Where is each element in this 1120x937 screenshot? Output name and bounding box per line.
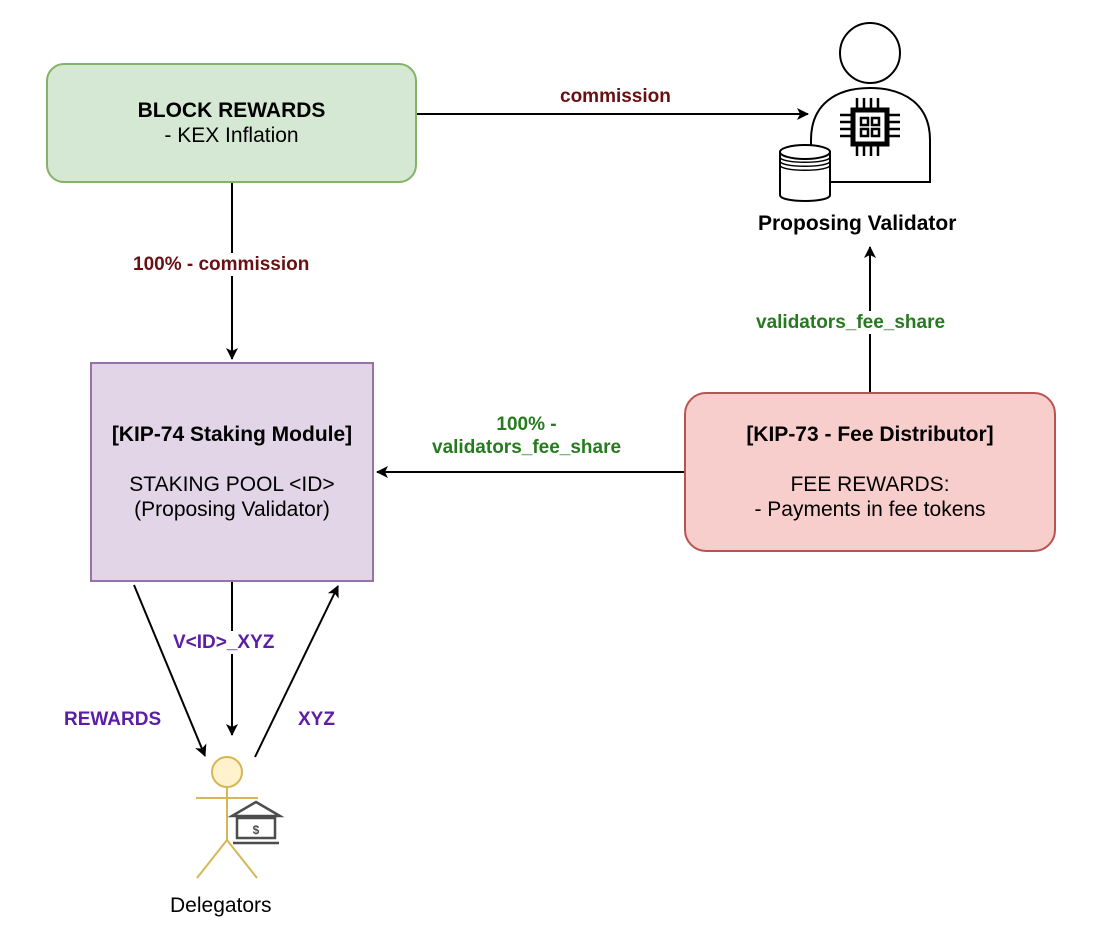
edge-label-rewards: REWARDS <box>64 709 162 730</box>
cpu-chip-icon <box>840 98 900 156</box>
edge-rewards <box>133 584 207 757</box>
edge-label-validators-fee-share: validators_fee_share <box>754 311 948 334</box>
fee-distributor-node[interactable]: [KIP-73 - Fee Distributor] FEE REWARDS: … <box>684 392 1056 552</box>
proposing-validator-icon[interactable] <box>779 22 931 202</box>
edge-label-stake: XYZ <box>298 709 335 730</box>
user-body-icon <box>810 86 931 183</box>
stick-figure-icon <box>196 756 258 879</box>
fee-rewards-label: FEE REWARDS: <box>790 473 950 496</box>
database-icon <box>779 144 831 202</box>
delegators-label: Delegators <box>170 894 272 917</box>
edge-label-rest-fee-share: 100% - validators_fee_share <box>430 413 623 459</box>
staking-module-title: [KIP-74 Staking Module] <box>111 423 353 446</box>
staking-module-node[interactable]: [KIP-74 Staking Module] STAKING POOL <ID… <box>90 362 374 582</box>
user-head-icon <box>839 22 901 84</box>
edge-label-pool-tokens: V<ID>_XYZ <box>171 631 277 654</box>
block-rewards-subtitle: - KEX Inflation <box>164 124 299 147</box>
edge-label-rest-fee-share-line2: validators_fee_share <box>432 437 622 458</box>
block-rewards-title: BLOCK REWARDS <box>137 99 326 122</box>
delegators-icon[interactable]: $ <box>196 756 285 879</box>
fee-rewards-detail: - Payments in fee tokens <box>754 498 986 521</box>
proposing-validator-label: Proposing Validator <box>758 212 957 235</box>
bank-icon: $ <box>227 800 285 845</box>
edge-stake <box>254 585 339 758</box>
block-rewards-node[interactable]: BLOCK REWARDS - KEX Inflation <box>46 63 417 183</box>
fee-distributor-title: [KIP-73 - Fee Distributor] <box>746 423 994 446</box>
edge-label-commission: commission <box>560 86 671 107</box>
svg-text:$: $ <box>253 823 260 837</box>
edge-label-rest-fee-share-line1: 100% - <box>496 414 557 435</box>
staking-pool-label: STAKING POOL <ID> <box>129 473 335 496</box>
edge-label-rest-commission: 100% - commission <box>131 253 312 276</box>
staking-pool-owner: (Proposing Validator) <box>134 498 330 521</box>
